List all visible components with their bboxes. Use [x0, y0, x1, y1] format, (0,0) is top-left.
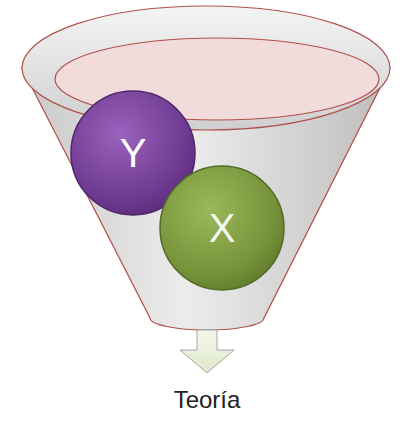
- circle-node: X: [159, 165, 285, 291]
- funnel-rim: [22, 6, 390, 130]
- down-arrow: [180, 330, 234, 373]
- caption-label: Teoría: [174, 386, 241, 414]
- variable-letter: X: [159, 165, 285, 291]
- circle-fill: [160, 166, 284, 290]
